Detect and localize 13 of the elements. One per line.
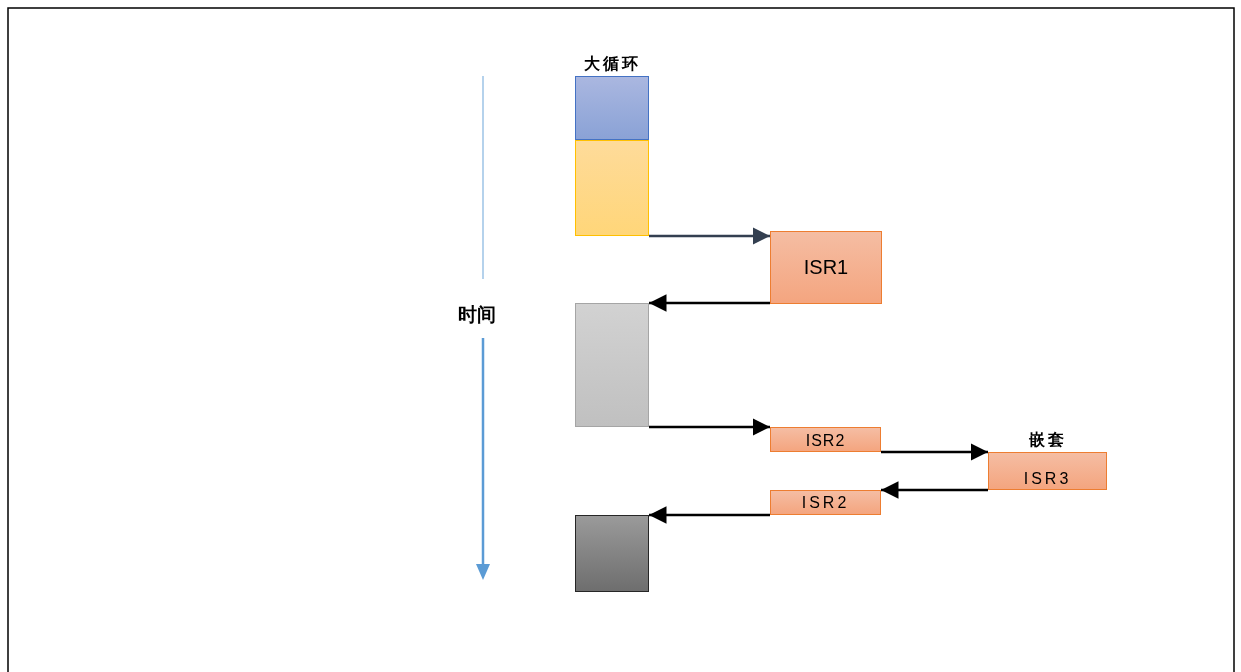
arrow [881, 443, 988, 461]
interrupt-box: ISR2 [770, 490, 881, 515]
interrupt-box: ISR3 [988, 452, 1107, 490]
arrow [649, 418, 770, 436]
interrupt-box: ISR2 [770, 427, 881, 452]
interrupt-box: ISR1 [770, 231, 882, 304]
arrow [649, 227, 770, 245]
arrow [649, 506, 770, 524]
arrow [649, 294, 770, 312]
heading: 大循环 [582, 54, 642, 74]
axis-label: 时间 [458, 303, 496, 327]
arrow [881, 481, 988, 499]
heading: 嵌套 [1027, 430, 1068, 450]
